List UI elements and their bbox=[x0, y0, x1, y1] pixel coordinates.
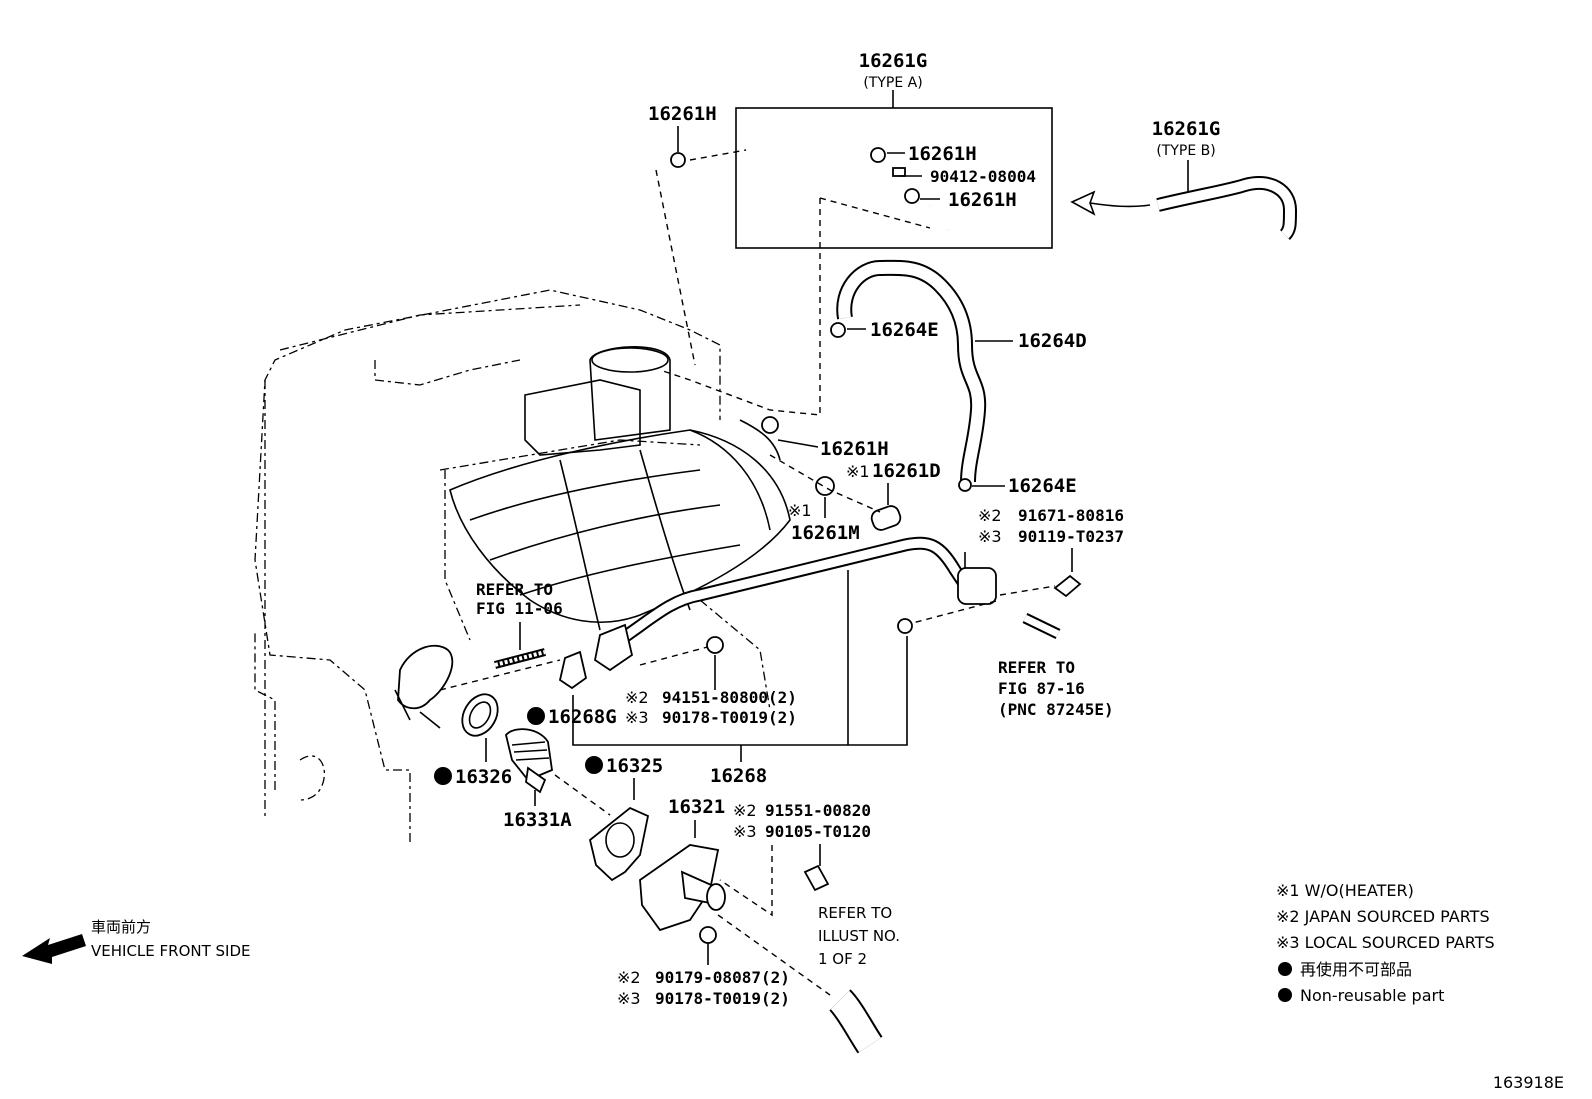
note-mark-16261M: ※1 bbox=[788, 501, 812, 520]
ref-illust-line1: REFER TO bbox=[818, 904, 892, 922]
legend-note-3: ※3 LOCAL SOURCED PARTS bbox=[1276, 933, 1495, 952]
part-label-16321: 16321 bbox=[668, 796, 725, 818]
part-label-16261H-mid: 16261H bbox=[820, 438, 889, 460]
legend-note-2: ※2 JAPAN SOURCED PARTS bbox=[1276, 907, 1490, 926]
part-label-16264E-b: 16264E bbox=[1008, 475, 1077, 497]
part-label-16261H-b: 16261H bbox=[948, 189, 1017, 211]
gasket-16326 bbox=[461, 693, 499, 737]
ref-87-16-line2: FIG 87-16 bbox=[998, 679, 1085, 698]
note-mark-90178b: ※3 bbox=[617, 989, 641, 1008]
type-b-label: (TYPE B) bbox=[1156, 143, 1215, 159]
water-inlet-16321 bbox=[639, 844, 726, 932]
hose-clamp-icon-2 bbox=[904, 188, 920, 204]
part-label-16326: 16326 bbox=[455, 766, 512, 788]
part-label-94151: 94151-80800(2) bbox=[662, 688, 797, 707]
part-label-90178b: 90178-T0019(2) bbox=[655, 989, 790, 1008]
non-reusable-dot-16326 bbox=[434, 767, 452, 785]
part-label-90412: 90412-08004 bbox=[930, 167, 1036, 186]
pipe-flange bbox=[593, 623, 634, 672]
hose-clamp-icon-top bbox=[670, 152, 686, 168]
type-a-label: (TYPE A) bbox=[863, 75, 922, 91]
hose-clamp-icon-16264E-b bbox=[958, 478, 972, 492]
engine-outline bbox=[254, 289, 771, 842]
part-label-90179: 90179-08087(2) bbox=[655, 968, 790, 987]
ref-11-06-line2: FIG 11-06 bbox=[476, 599, 563, 618]
legend-nonreuse-en: Non-reusable part bbox=[1300, 986, 1444, 1005]
note-mark-90105: ※3 bbox=[733, 822, 757, 841]
legend-note-1: ※1 W/O(HEATER) bbox=[1276, 881, 1414, 900]
nut-icon-90179 bbox=[699, 926, 717, 944]
gasket-16268G bbox=[558, 650, 588, 690]
nut-icon-94151 bbox=[706, 636, 724, 654]
gasket-16325 bbox=[588, 806, 650, 882]
non-reusable-dot-16268G bbox=[527, 707, 545, 725]
part-label-90105: 90105-T0120 bbox=[765, 822, 871, 841]
nut-icon bbox=[897, 618, 913, 634]
part-label-91551: 91551-00820 bbox=[765, 801, 871, 820]
arrow-left-icon bbox=[1070, 190, 1096, 216]
legend: ※1 W/O(HEATER) ※2 JAPAN SOURCED PARTS ※3… bbox=[1276, 881, 1495, 1005]
pipe-end-fitting bbox=[957, 567, 997, 605]
type-a-frame bbox=[735, 107, 1053, 249]
note-mark-91551: ※2 bbox=[733, 801, 757, 820]
part-label-91671: 91671-80816 bbox=[1018, 506, 1124, 525]
legend-nonreuse-jp: 再使用不可部品 bbox=[1300, 960, 1412, 979]
ref-87-16-line1: REFER TO bbox=[998, 658, 1075, 677]
bolt-icon-90119 bbox=[1053, 574, 1082, 598]
ref-87-16-line3: (PNC 87245E) bbox=[998, 700, 1114, 719]
part-label-16264D: 16264D bbox=[1018, 330, 1087, 352]
figure-id: 163918E bbox=[1493, 1073, 1564, 1092]
hose-clamp-icon-16264E-a bbox=[830, 322, 846, 338]
part-label-16261H-a: 16261H bbox=[908, 143, 977, 165]
vehicle-front-jp: 車両前方 bbox=[91, 918, 151, 936]
note-mark-90119: ※3 bbox=[978, 527, 1002, 546]
hose-clamp-icon-16261M bbox=[815, 476, 835, 496]
note-mark-90179: ※2 bbox=[617, 968, 641, 987]
part-label-90119: 90119-T0237 bbox=[1018, 527, 1124, 546]
note-mark-90178a: ※3 bbox=[625, 708, 649, 727]
hose-clamp-icon-mid bbox=[761, 416, 779, 434]
part-label-16261M: 16261M bbox=[791, 522, 860, 544]
non-reusable-dot-16325 bbox=[585, 756, 603, 774]
part-label-16261H-top: 16261H bbox=[648, 103, 717, 125]
vehicle-front-arrow-icon bbox=[22, 934, 86, 964]
legend-dot-icon bbox=[1278, 962, 1292, 976]
part-label-16261D: 16261D bbox=[872, 460, 941, 482]
ref-illust-line2: ILLUST NO. bbox=[818, 927, 900, 945]
note-mark-16261D: ※1 bbox=[846, 462, 870, 481]
intake-manifold bbox=[449, 346, 791, 631]
ref-11-06-line1: REFER TO bbox=[476, 580, 553, 599]
type-a-part-number: 16261G bbox=[859, 50, 928, 72]
part-label-90178a: 90178-T0019(2) bbox=[662, 708, 797, 727]
part-label-16264E-a: 16264E bbox=[870, 319, 939, 341]
legend-dot-icon-2 bbox=[1278, 988, 1292, 1002]
part-label-16268G: 16268G bbox=[548, 706, 617, 728]
thermostat-16331A bbox=[505, 728, 553, 794]
bolt-icon bbox=[892, 167, 906, 177]
part-label-16331A: 16331A bbox=[503, 809, 572, 831]
type-b-part-number: 16261G bbox=[1152, 118, 1221, 140]
ref-illust-line3: 1 OF 2 bbox=[818, 950, 867, 968]
note-mark-91671: ※2 bbox=[978, 506, 1002, 525]
note-mark-94151: ※2 bbox=[625, 688, 649, 707]
water-outlet-housing bbox=[397, 644, 454, 710]
hose-clamp-icon bbox=[870, 147, 886, 163]
hose-16261D bbox=[870, 505, 902, 531]
part-label-16325: 16325 bbox=[606, 755, 663, 777]
part-label-16268: 16268 bbox=[710, 765, 767, 787]
bolt-icon-91551 bbox=[803, 864, 830, 892]
type-b-arrow bbox=[1089, 202, 1151, 208]
vehicle-front-en: VEHICLE FRONT SIDE bbox=[91, 942, 251, 960]
